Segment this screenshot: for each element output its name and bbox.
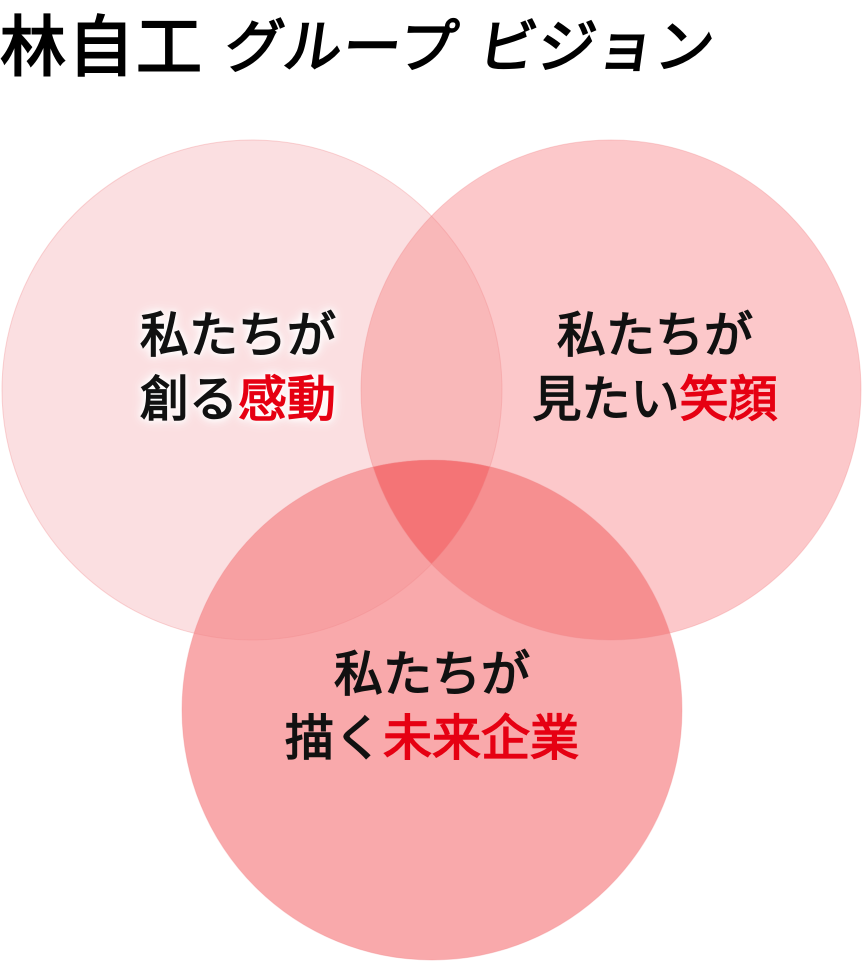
- circle-bottom-line1: 私たちが: [333, 646, 530, 703]
- circle-left-line1: 私たちが: [139, 307, 336, 364]
- circle-right-label: 私たちが 見たい笑顔: [490, 304, 820, 432]
- brand-name: 林自工: [0, 9, 204, 86]
- circle-right-emphasis: 笑顔: [679, 371, 778, 428]
- circle-left-line2: 創る感動: [139, 371, 337, 428]
- page-title: 林自工 グループ ビジョン: [0, 2, 720, 86]
- circle-bottom-line2: 描く未来企業: [284, 710, 580, 767]
- circle-bottom-emphasis: 未来企業: [383, 710, 580, 767]
- overlap-left-bottom: [182, 460, 502, 640]
- circle-bottom-label: 私たちが 描く未来企業: [232, 643, 632, 771]
- circle-left-label: 私たちが 創る感動: [98, 304, 378, 432]
- circle-right-line2: 見たい笑顔: [532, 371, 778, 428]
- circle-left-emphasis: 感動: [238, 371, 337, 428]
- overlap-right-bottom: [361, 460, 682, 640]
- circle-right-line1: 私たちが: [556, 307, 753, 364]
